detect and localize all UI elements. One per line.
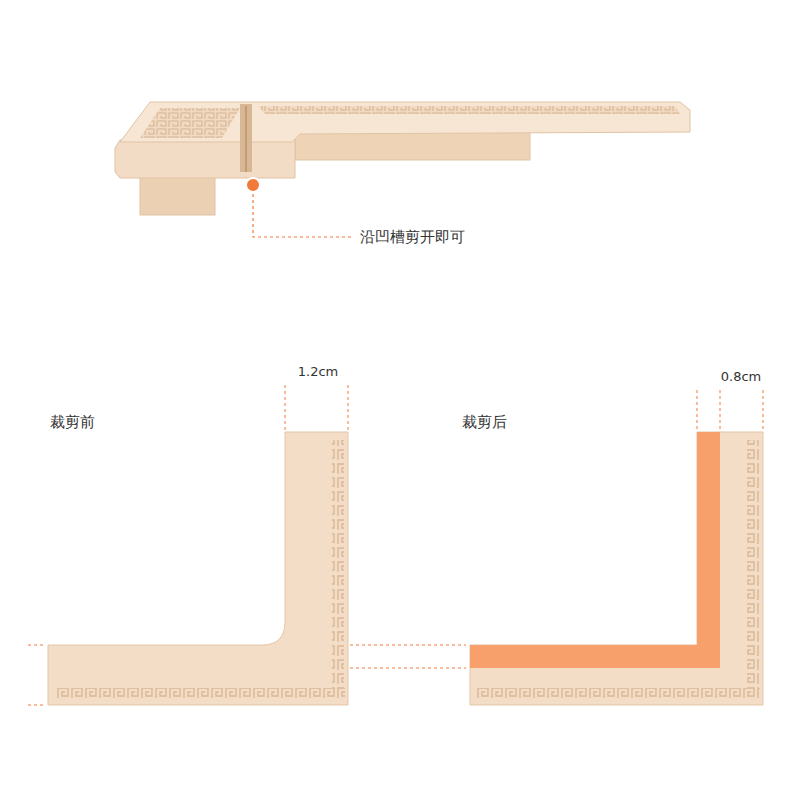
state-label: 裁剪后 <box>462 413 507 431</box>
cut-instruction: 沿凹槽剪开即可 <box>360 228 465 246</box>
dimension-label: 0.8cm <box>721 369 762 385</box>
guard-after-cut <box>350 390 763 705</box>
corner-guard-3d <box>115 102 690 237</box>
guard-before-cut <box>28 385 348 705</box>
dimension-label: 1.2cm <box>298 364 339 380</box>
state-label: 裁剪前 <box>50 413 95 431</box>
